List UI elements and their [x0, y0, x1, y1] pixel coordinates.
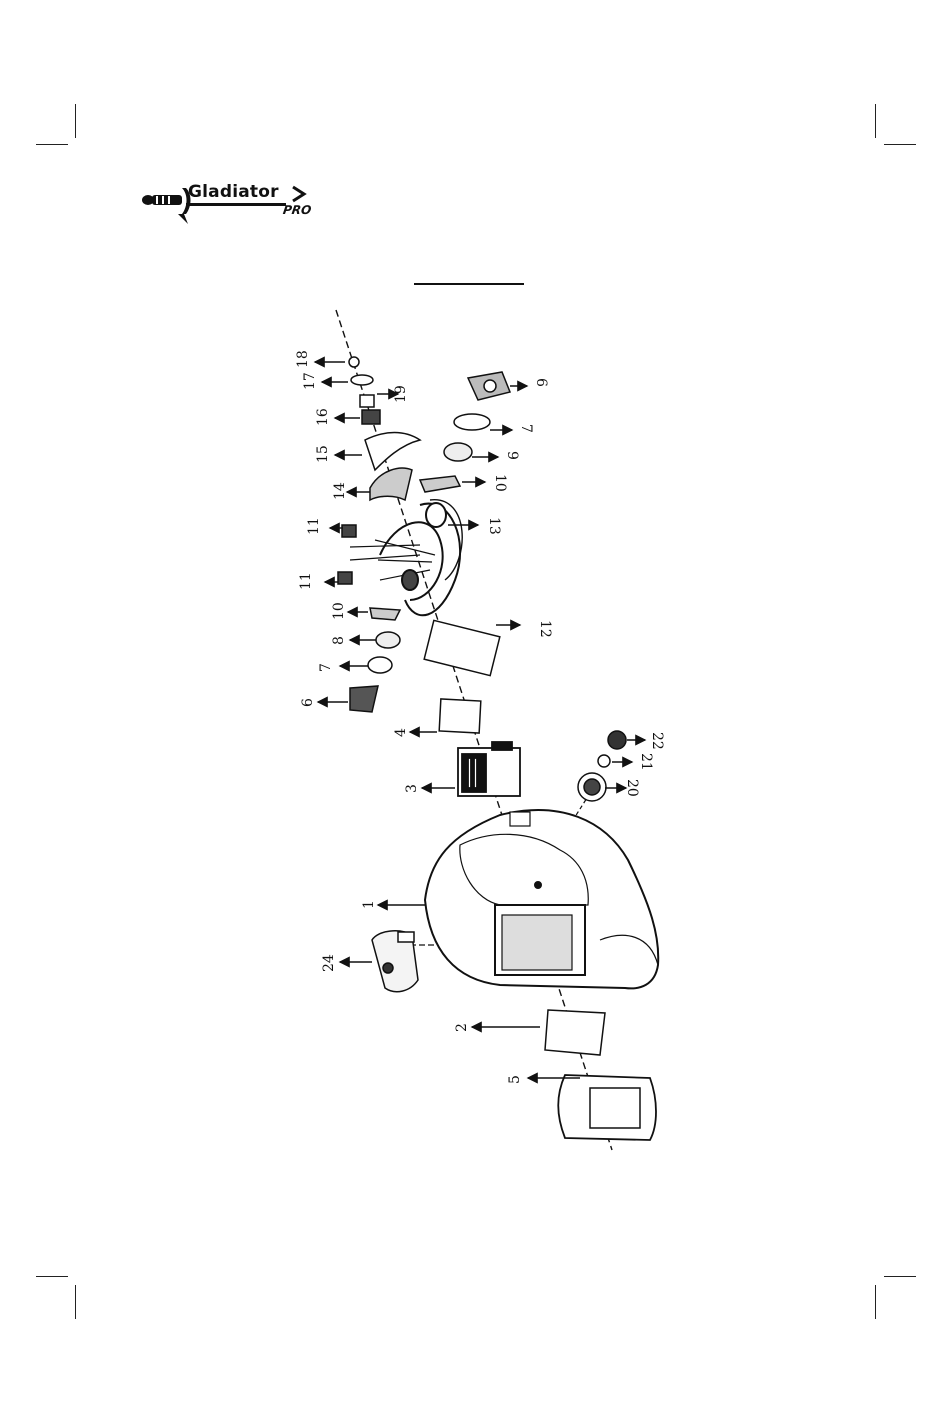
part-label: 1	[361, 900, 377, 909]
part-label: 7	[518, 424, 534, 433]
sweatband	[424, 620, 500, 675]
part-label: 13	[486, 517, 502, 535]
inner-cover-lens	[439, 699, 481, 733]
part-label: 5	[507, 1075, 523, 1084]
lens-holder-frame	[558, 1075, 656, 1140]
part-label: 3	[404, 784, 420, 793]
part-label: 6	[533, 378, 549, 387]
part-label: 20	[624, 779, 640, 797]
helmet-shell	[425, 810, 658, 988]
part-label: 12	[537, 620, 553, 638]
control-knob-assembly	[578, 731, 626, 801]
part-label: 11	[298, 572, 314, 590]
left-knob-assembly	[350, 608, 400, 712]
auto-darkening-cartridge	[458, 742, 520, 796]
part-label: 24	[321, 954, 337, 972]
part-label: 10	[331, 602, 347, 620]
part-label: 22	[649, 732, 665, 750]
part-label: 8	[331, 636, 347, 645]
part-label: 16	[315, 408, 331, 426]
part-label: 17	[302, 372, 318, 390]
part-label: 10	[492, 474, 508, 492]
part-label: 6	[300, 698, 316, 707]
part-label: 9	[504, 451, 520, 460]
battery-pack	[372, 931, 418, 992]
part-label: 11	[306, 517, 322, 535]
part-label: 14	[332, 482, 348, 500]
part-label: 15	[315, 445, 331, 463]
part-label: 2	[454, 1023, 470, 1032]
part-label: 7	[318, 663, 334, 672]
part-label: 19	[393, 385, 409, 403]
part-label: 21	[638, 753, 654, 771]
part-label: 18	[295, 350, 311, 368]
part-label: 4	[393, 728, 409, 737]
outer-cover-lens	[545, 1010, 605, 1055]
